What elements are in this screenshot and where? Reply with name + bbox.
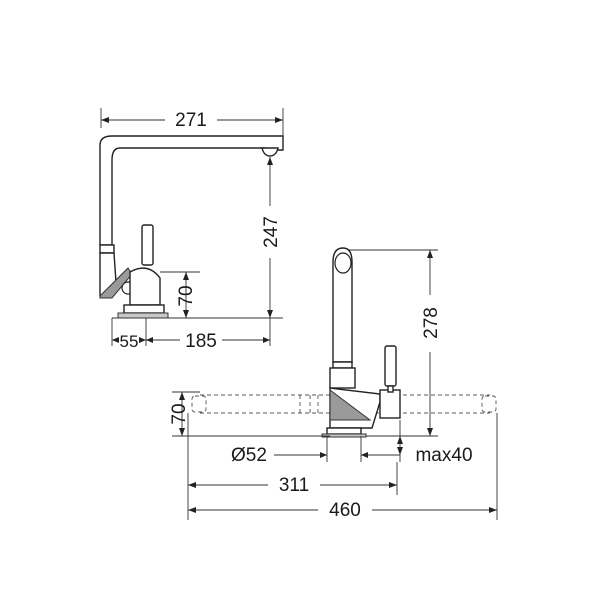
dim-label-271: 271	[175, 110, 207, 131]
dim-label-70-front: 70	[169, 403, 190, 424]
side-body-band	[99, 244, 115, 254]
dim-label-278: 278	[421, 307, 442, 339]
dim-line-diameter-max	[274, 420, 403, 462]
front-view: 278 70	[169, 247, 498, 521]
front-spout-band	[332, 361, 353, 369]
side-spout	[99, 135, 284, 246]
front-spout-tip	[334, 252, 352, 274]
dim-line-271	[100, 108, 284, 140]
front-handle-lever	[384, 345, 397, 387]
dim-line-460	[188, 413, 498, 520]
dim-label-311: 311	[279, 475, 309, 496]
side-base-ring	[123, 304, 165, 314]
dim-label-247: 247	[261, 216, 282, 248]
side-handle-lever	[141, 224, 154, 266]
front-spout-lower	[329, 367, 356, 389]
dim-line-311	[187, 413, 398, 520]
front-handle-housing	[379, 389, 401, 419]
dim-label-460: 460	[329, 500, 361, 521]
front-valve-shadow	[329, 389, 372, 421]
side-base-plate	[117, 312, 169, 319]
swing-ghost-outline	[191, 394, 497, 414]
front-handle-stem	[387, 385, 394, 393]
side-cartridge	[129, 267, 161, 306]
side-aerator	[261, 147, 279, 157]
side-view: 271 70	[99, 108, 284, 352]
dim-label-max40: max40	[415, 445, 472, 466]
dim-label-diameter: Ø52	[231, 445, 267, 466]
dim-line-70-front	[172, 391, 330, 437]
dim-line-278	[345, 249, 438, 437]
dim-line-247	[112, 157, 283, 319]
dim-label-70-side: 70	[176, 285, 197, 306]
front-base-plate	[321, 433, 367, 438]
dim-label-185: 185	[185, 331, 217, 352]
dim-label-55: 55	[120, 332, 139, 351]
front-base-ring	[326, 427, 362, 435]
dim-line-55-185	[111, 318, 271, 346]
dim-line-70-side	[160, 271, 200, 318]
front-spout	[332, 247, 353, 363]
